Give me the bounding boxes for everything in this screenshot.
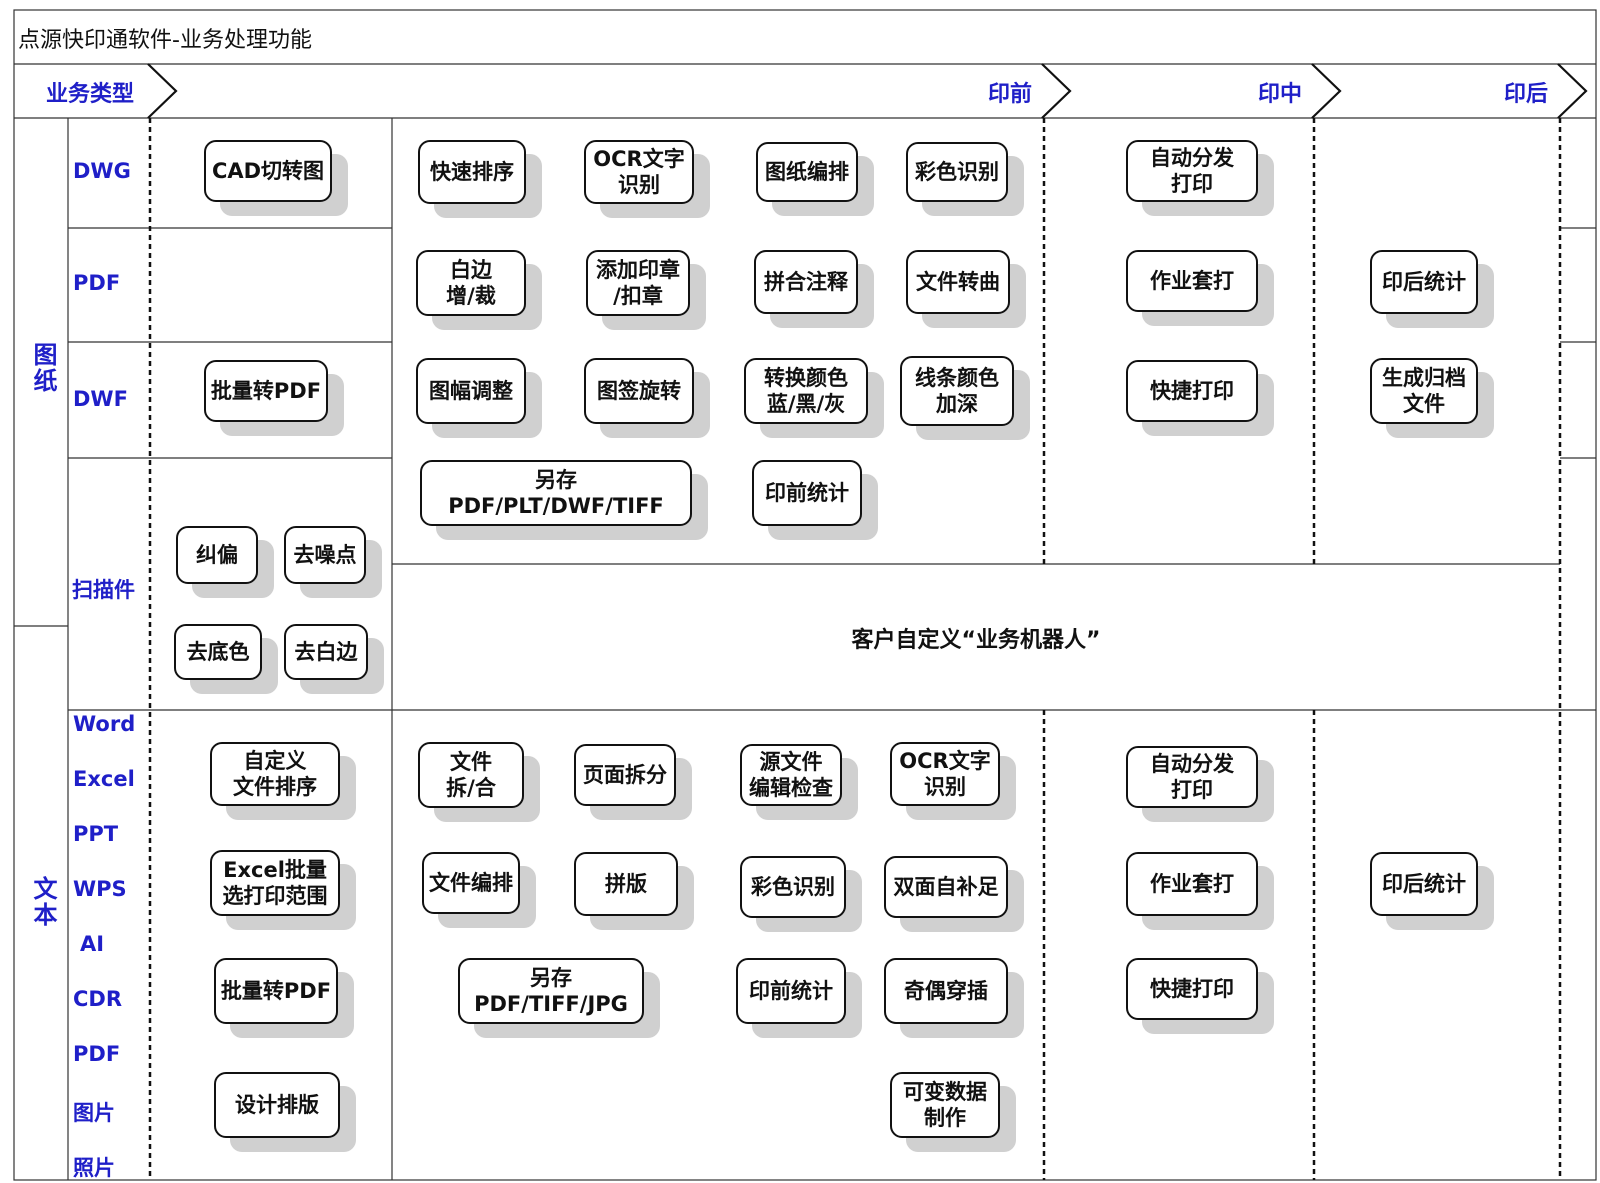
format-image: 图片	[73, 1101, 115, 1125]
format-excel: Excel	[73, 767, 135, 791]
business-type-label: 业务类型	[46, 82, 135, 107]
btn-file-split[interactable]: 文件 拆/合	[418, 742, 524, 808]
btn-color-detect-text[interactable]: 彩色识别	[740, 856, 846, 918]
phase-postpress: 印后	[1504, 82, 1549, 107]
chevron-prepress	[1041, 63, 1072, 119]
btn-prepress-stats[interactable]: 印前统计	[752, 460, 862, 526]
btn-odd-even[interactable]: 奇偶穿插	[884, 958, 1008, 1024]
chevron-business-type	[147, 63, 178, 119]
btn-deskew[interactable]: 纠偏	[176, 526, 258, 584]
phase-prepress: 印前	[988, 82, 1033, 107]
btn-imposition[interactable]: 拼版	[574, 852, 678, 916]
btn-postpress-stats[interactable]: 印后统计	[1370, 250, 1478, 314]
btn-quick-print[interactable]: 快捷打印	[1126, 360, 1258, 422]
btn-file-layout[interactable]: 文件编排	[422, 852, 520, 914]
group-drawing-label: 图纸	[29, 342, 57, 394]
btn-duplex[interactable]: 双面自补足	[884, 856, 1008, 918]
btn-color-detect[interactable]: 彩色识别	[906, 142, 1008, 202]
btn-page-split[interactable]: 页面拆分	[574, 744, 676, 806]
btn-quick-print-text[interactable]: 快捷打印	[1126, 958, 1258, 1020]
btn-margin-adjust[interactable]: 白边 增/裁	[416, 250, 526, 316]
business-robot-label: 客户自定义“业务机器人”	[851, 628, 1101, 653]
btn-ocr-text[interactable]: OCR文字 识别	[890, 742, 1000, 806]
chevron-postpress	[1557, 63, 1588, 119]
format-ai: AI	[80, 932, 105, 956]
btn-cad-cut[interactable]: CAD切转图	[204, 140, 332, 202]
btn-dwf-to-pdf[interactable]: 批量转PDF	[204, 360, 328, 422]
btn-ocr-drawing[interactable]: OCR文字 识别	[584, 140, 694, 204]
btn-denoise[interactable]: 去噪点	[284, 526, 366, 584]
btn-remove-border[interactable]: 去白边	[284, 624, 368, 680]
btn-auto-dispatch-text[interactable]: 自动分发 打印	[1126, 746, 1258, 808]
format-ppt: PPT	[73, 822, 119, 846]
row-label-dwf: DWF	[73, 387, 128, 411]
outer-frame	[13, 9, 1597, 1181]
btn-design-layout[interactable]: 设计排版	[214, 1072, 340, 1138]
btn-excel-range[interactable]: Excel批量 选打印范围	[210, 850, 340, 916]
btn-drawing-layout[interactable]: 图纸编排	[756, 142, 858, 202]
btn-postpress-stats-text[interactable]: 印后统计	[1370, 852, 1478, 916]
btn-archive-file[interactable]: 生成归档 文件	[1370, 358, 1478, 424]
btn-save-as-text[interactable]: 另存 PDF/TIFF/JPG	[458, 958, 644, 1024]
btn-convert-color[interactable]: 转换颜色 蓝/黑/灰	[744, 358, 868, 424]
row-label-scan: 扫描件	[72, 578, 135, 602]
format-cdr: CDR	[73, 987, 123, 1011]
format-word: Word	[73, 712, 136, 736]
format-pdf: PDF	[73, 1042, 121, 1066]
chevron-inpress	[1311, 63, 1342, 119]
page-title: 点源快印通软件-业务处理功能	[18, 28, 312, 53]
btn-job-overlay[interactable]: 作业套打	[1126, 250, 1258, 312]
row-label-dwg: DWG	[73, 159, 131, 183]
btn-merge-notes[interactable]: 拼合注释	[754, 250, 858, 314]
format-photo: 照片	[73, 1156, 115, 1180]
phase-inpress: 印中	[1258, 82, 1303, 107]
btn-add-stamp[interactable]: 添加印章 /扣章	[586, 250, 690, 316]
btn-custom-sort[interactable]: 自定义 文件排序	[210, 742, 340, 806]
btn-save-as-drawing[interactable]: 另存 PDF/PLT/DWF/TIFF	[420, 460, 692, 526]
btn-variable-data[interactable]: 可变数据 制作	[890, 1072, 1000, 1138]
btn-remove-background[interactable]: 去底色	[174, 624, 262, 680]
group-text-label: 文本	[29, 876, 57, 928]
btn-frame-adjust[interactable]: 图幅调整	[416, 358, 526, 424]
btn-file-curve[interactable]: 文件转曲	[906, 250, 1010, 314]
btn-line-darken[interactable]: 线条颜色 加深	[900, 356, 1014, 426]
btn-text-to-pdf[interactable]: 批量转PDF	[214, 958, 338, 1024]
format-wps: WPS	[73, 877, 127, 901]
btn-prepress-stats-text[interactable]: 印前统计	[736, 958, 846, 1024]
btn-sign-rotate[interactable]: 图签旋转	[584, 358, 694, 424]
btn-auto-dispatch[interactable]: 自动分发 打印	[1126, 140, 1258, 202]
btn-quick-sort[interactable]: 快速排序	[418, 140, 526, 204]
btn-source-check[interactable]: 源文件 编辑检查	[740, 744, 842, 806]
row-label-pdf: PDF	[73, 271, 121, 295]
btn-job-overlay-text[interactable]: 作业套打	[1126, 852, 1258, 916]
